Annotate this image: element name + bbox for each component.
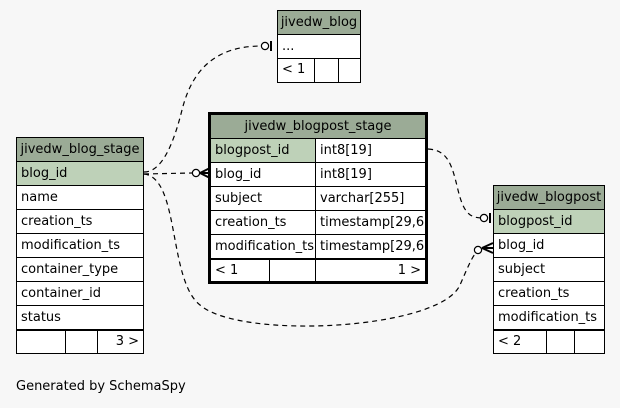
table-column-row: creation_ts (17, 210, 143, 234)
generated-by-label: Generated by SchemaSpy (16, 379, 186, 394)
footer-left-count: < 2 (498, 334, 522, 349)
footer-left-count: < 1 (215, 263, 239, 278)
table-jivedw-blog-stage[interactable]: jivedw_blog_stage blog_id name creation_… (16, 137, 144, 354)
table-footer: < 1 1 > (211, 259, 425, 282)
column-name: creation_ts (215, 215, 287, 230)
table-header: jivedw_blog_stage (17, 138, 143, 162)
table-header: jivedw_blogpost_stage (211, 115, 425, 139)
optional-marker (473, 245, 483, 255)
column-type: timestamp[29,6] (315, 211, 425, 234)
table-column-row-pk: blog_id (17, 162, 143, 186)
table-column-row: name (17, 186, 143, 210)
footer-left-count: < 1 (282, 62, 306, 77)
table-header: jivedw_blogpost (494, 186, 604, 210)
table-footer: < 1 (278, 59, 360, 82)
column-type: timestamp[29,6] (315, 235, 425, 258)
table-header: jivedw_blog (278, 11, 360, 35)
relationship-blog-stage-to-blog (143, 45, 263, 173)
column-type: int8[19] (315, 139, 425, 162)
optional-marker (191, 168, 201, 178)
table-jivedw-blog[interactable]: jivedw_blog ... < 1 (277, 10, 361, 83)
table-column-row: subject varchar[255] (211, 187, 425, 211)
table-jivedw-blogpost-stage[interactable]: jivedw_blogpost_stage blogpost_id int8[1… (208, 112, 428, 284)
table-column-row: modification_ts (17, 234, 143, 258)
relationship-blogpost-stage-to-blog-stage (143, 172, 193, 175)
footer-right-count: 3 > (115, 334, 139, 349)
column-name: subject (215, 191, 263, 206)
optional-marker (260, 41, 270, 51)
column-name: blog_id (215, 167, 262, 182)
column-type: int8[19] (315, 163, 425, 186)
column-type: varchar[255] (315, 187, 425, 210)
table-column-row: status (17, 306, 143, 330)
table-column-row: modification_ts (494, 306, 604, 330)
table-jivedw-blogpost[interactable]: jivedw_blogpost blogpost_id blog_id subj… (493, 185, 605, 354)
optional-marker (479, 213, 489, 223)
table-column-row: blogpost_id int8[19] (211, 139, 425, 163)
table-column-row: creation_ts (494, 282, 604, 306)
table-footer: < 2 (494, 330, 604, 353)
table-column-row: container_id (17, 282, 143, 306)
table-column-row: subject (494, 258, 604, 282)
table-column-row: ... (278, 35, 360, 59)
table-column-row: modification_ts timestamp[29,6] (211, 235, 425, 259)
many-marker (481, 242, 494, 254)
column-name-pk: blogpost_id (211, 139, 315, 162)
relationship-blog-stage-to-blogpost (143, 173, 481, 327)
column-name: modification_ts (215, 239, 315, 254)
table-column-row: blog_id (494, 234, 604, 258)
table-column-row-pk: blogpost_id (494, 210, 604, 234)
table-column-row: container_type (17, 258, 143, 282)
relationship-blogpost-stage-to-blogpost (427, 148, 483, 219)
table-column-row: blog_id int8[19] (211, 163, 425, 187)
footer-right-count: 1 > (397, 263, 421, 278)
table-column-row: creation_ts timestamp[29,6] (211, 211, 425, 235)
table-footer: 3 > (17, 330, 143, 353)
